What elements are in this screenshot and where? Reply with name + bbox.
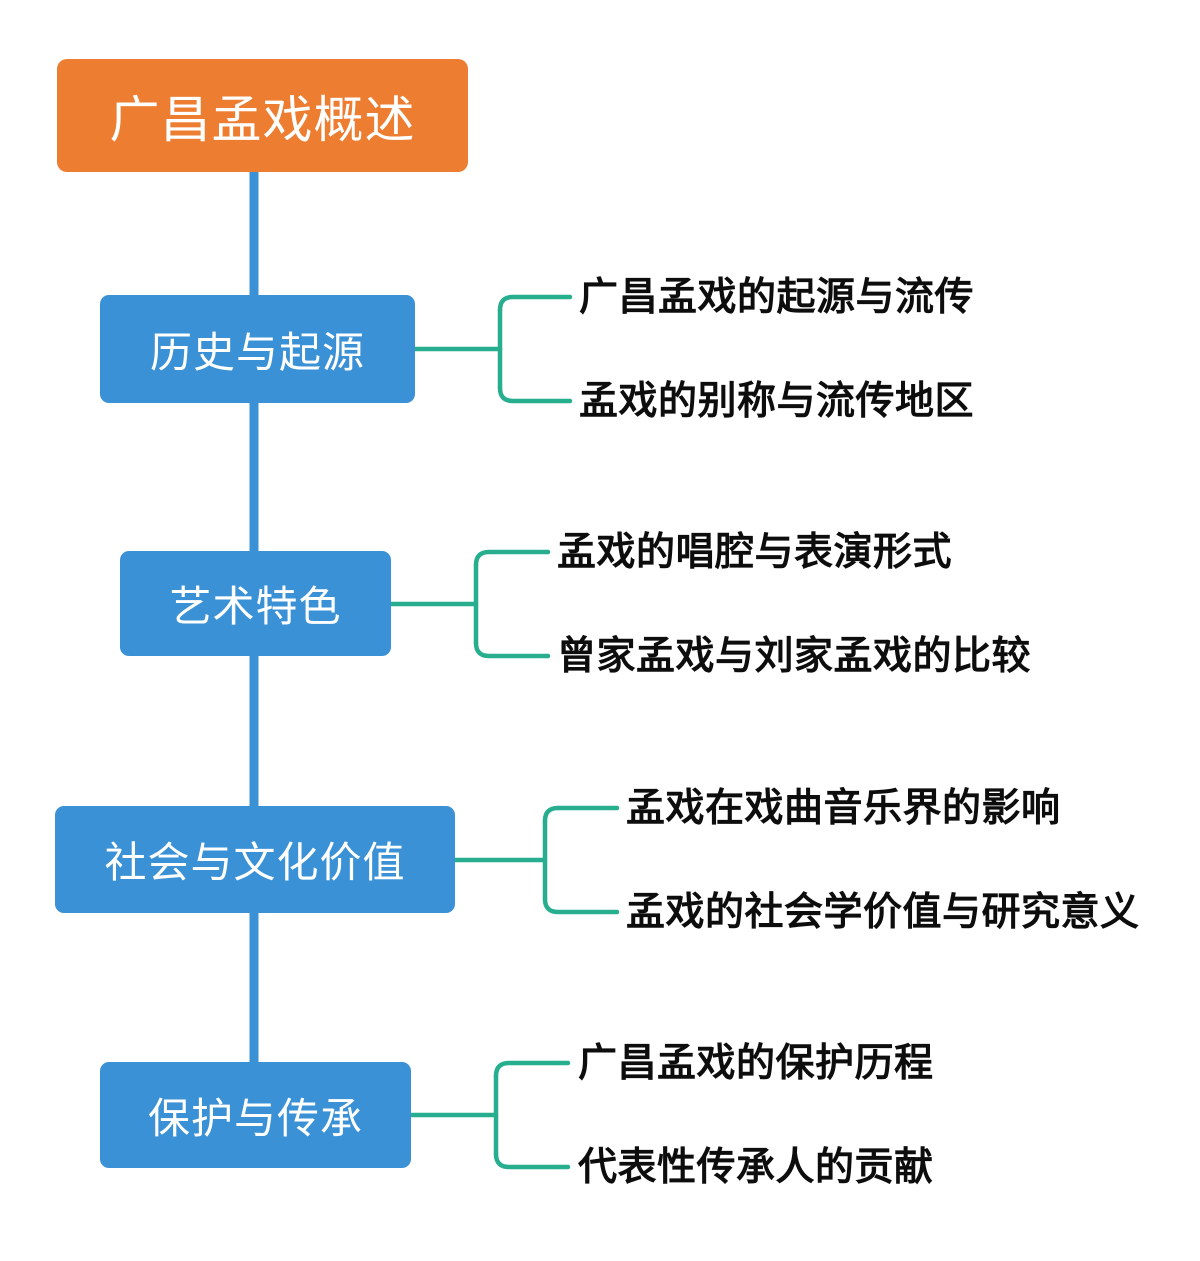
- branch-node-history[interactable]: 历史与起源: [100, 295, 415, 403]
- leaf-node-artistic-features-1[interactable]: 孟戏的唱腔与表演形式: [557, 531, 953, 574]
- branch-node-label: 历史与起源: [149, 328, 365, 376]
- branch-node-label: 保护与传承: [147, 1094, 363, 1142]
- branch-node-protection-inheritance[interactable]: 保护与传承: [100, 1062, 411, 1168]
- root-node-label: 广昌孟戏概述: [109, 91, 416, 148]
- branch-node-label: 社会与文化价值: [104, 839, 406, 886]
- branch-node-label: 艺术特色: [169, 583, 342, 630]
- leaf-node-protection-inheritance-1[interactable]: 广昌孟戏的保护历程: [578, 1042, 934, 1085]
- connector-branch-2: [388, 549, 551, 659]
- connector-branch-3: [452, 805, 620, 915]
- connector-branch-4: [408, 1060, 571, 1170]
- leaf-node-social-cultural-value-2[interactable]: 孟戏的社会学价值与研究意义: [626, 891, 1140, 934]
- leaf-node-social-cultural-value-1[interactable]: 孟戏在戏曲音乐界的影响: [626, 787, 1061, 830]
- leaf-node-protection-inheritance-2[interactable]: 代表性传承人的贡献: [578, 1146, 934, 1189]
- branch-node-social-cultural-value[interactable]: 社会与文化价值: [55, 806, 455, 913]
- leaf-node-artistic-features-2[interactable]: 曾家孟戏与刘家孟戏的比较: [557, 635, 1032, 678]
- root-node[interactable]: 广昌孟戏概述: [57, 59, 468, 172]
- leaf-node-history-2[interactable]: 孟戏的别称与流传地区: [579, 380, 975, 423]
- branch-node-artistic-features[interactable]: 艺术特色: [120, 551, 391, 656]
- leaf-node-history-1[interactable]: 广昌孟戏的起源与流传: [579, 276, 975, 319]
- connector-branch-1: [412, 294, 573, 404]
